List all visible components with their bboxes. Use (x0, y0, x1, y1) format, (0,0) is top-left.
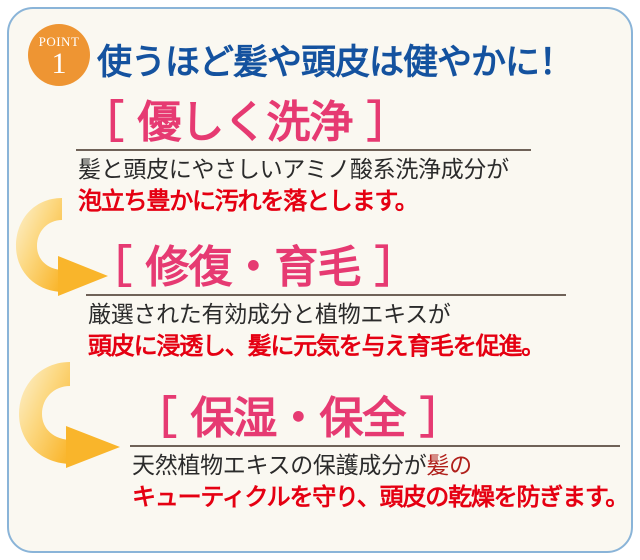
poster-header: POINT 1 使うほど髪や頭皮は健やかに！ (0, 22, 640, 90)
section-2-heading: ［ 修復・育毛 ］ (88, 242, 419, 293)
section-2-body-line-2: 頭皮に浸透し、髪に元気を与え育毛を促進。 (88, 331, 545, 360)
curved-arrow-1-icon (16, 198, 108, 296)
section-2-body-line-1: 厳選された有効成分と植物エキスが (88, 301, 640, 330)
section-1-body: 髪と頭皮にやさしいアミノ酸系洗浄成分が 泡立ち豊かに汚れを落とします。 (78, 156, 640, 217)
section-3-body-line-1: 天然植物エキスの保護成分が髪の (132, 452, 640, 481)
section-1-divider (76, 149, 531, 152)
section-3-divider (130, 445, 620, 448)
feature-section-2: ［ 修復・育毛 ］ 厳選された有効成分と植物エキスが 頭皮に浸透し、髪に元気を与… (0, 242, 640, 362)
page-title: 使うほど髪や頭皮は健やかに！ (97, 43, 574, 83)
point-badge-number: 1 (51, 47, 67, 80)
feature-section-1: ［ 優しく洗浄 ］ 髪と頭皮にやさしいアミノ酸系洗浄成分が 泡立ち豊かに汚れを落… (0, 97, 640, 217)
point-badge: POINT 1 (28, 24, 90, 86)
section-1-heading: ［ 優しく洗浄 ］ (80, 97, 411, 148)
section-3-body-line-1-main: 天然植物エキスの保護成分が (132, 453, 427, 479)
section-3-heading: ［ 保湿・保全 ］ (133, 393, 464, 444)
section-1-body-line-1-main: 髪と頭皮にやさしいアミノ酸系洗浄成分が (78, 157, 509, 183)
section-2-divider (86, 294, 566, 297)
point-badge-label: POINT (38, 34, 80, 49)
section-1-body-line-1: 髪と頭皮にやさしいアミノ酸系洗浄成分が (78, 156, 640, 185)
section-2-body: 厳選された有効成分と植物エキスが 頭皮に浸透し、髪に元気を与え育毛を促進。 (88, 301, 640, 362)
section-2-body-line-1-main: 厳選された有効成分と植物エキスが (88, 302, 451, 328)
section-3-body-line-2: キューティクルを守り、頭皮の乾燥を防ぎます。 (132, 482, 629, 511)
curved-arrow-2-icon (19, 362, 120, 468)
section-3-body-line-1-tail: 髪の (426, 453, 472, 479)
poster-border-frame (7, 7, 633, 553)
section-3-body: 天然植物エキスの保護成分が髪の キューティクルを守り、頭皮の乾燥を防ぎます。 (132, 452, 640, 513)
feature-section-3: ［ 保湿・保全 ］ 天然植物エキスの保護成分が髪の キューティクルを守り、頭皮の… (0, 393, 640, 513)
section-1-body-line-2: 泡立ち豊かに汚れを落とします。 (78, 186, 419, 215)
